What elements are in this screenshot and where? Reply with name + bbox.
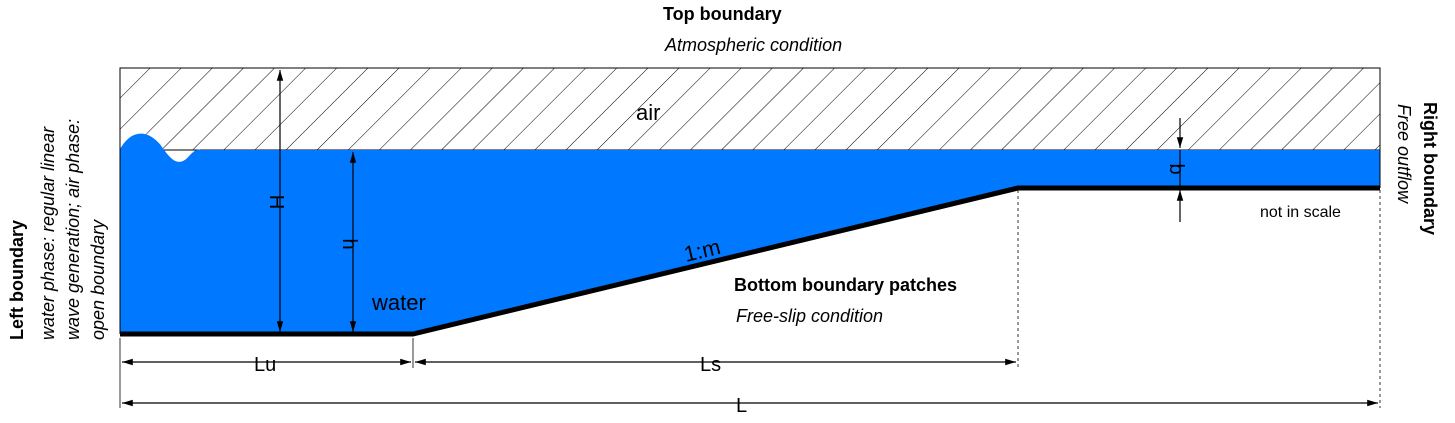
bottom-boundary-condition: Free-slip condition bbox=[736, 306, 883, 326]
label-scale-note: not in scale bbox=[1260, 204, 1341, 221]
label-water: water bbox=[371, 290, 426, 315]
left-boundary-line1: water phase: regular linear bbox=[38, 126, 58, 340]
label-Ls: Ls bbox=[700, 354, 721, 376]
label-H: H bbox=[265, 195, 287, 209]
left-boundary-line2: wave generation; air phase: bbox=[63, 119, 83, 340]
left-boundary-line3: open boundary bbox=[88, 219, 108, 340]
right-boundary-title: Right boundary bbox=[1420, 102, 1440, 235]
top-boundary-title: Top boundary bbox=[663, 4, 782, 24]
right-boundary-condition: Free outflow bbox=[1394, 104, 1414, 204]
label-h: h bbox=[338, 238, 360, 249]
label-L: L bbox=[736, 395, 747, 417]
top-boundary-condition: Atmospheric condition bbox=[664, 35, 842, 55]
bottom-boundary-title: Bottom boundary patches bbox=[734, 275, 957, 295]
label-Lu: Lu bbox=[254, 354, 276, 376]
water-region bbox=[120, 134, 1380, 334]
bottom-boundary-line bbox=[120, 185, 1380, 337]
left-boundary-title: Left boundary bbox=[7, 220, 27, 340]
air-region bbox=[119, 67, 1381, 151]
label-b: b bbox=[1165, 163, 1187, 174]
wave-crest bbox=[119, 133, 201, 163]
label-air: air bbox=[636, 100, 660, 125]
